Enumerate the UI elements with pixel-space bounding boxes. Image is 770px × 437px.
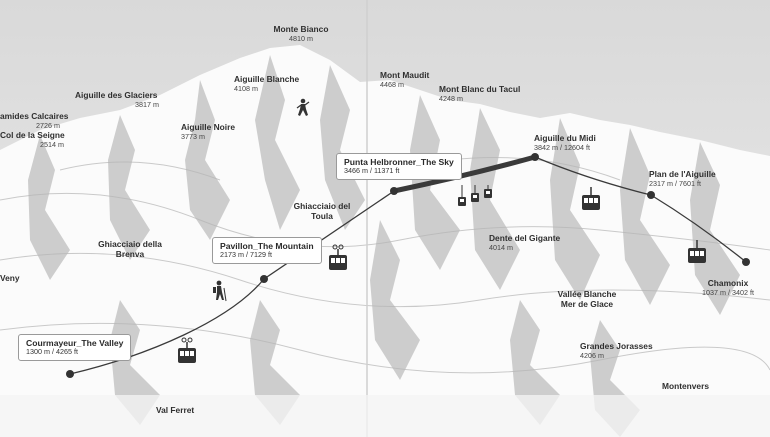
station-dot-punta-helbronner (390, 187, 398, 195)
cable-car-icon (178, 337, 196, 363)
cable-car-icon (329, 244, 347, 270)
panoramic-mont-blanc-cable (393, 154, 536, 194)
station-dot-plan-de-laiguille (647, 191, 655, 199)
station-dot-courmayeur (66, 370, 74, 378)
area-montenvers: Montenvers (662, 381, 710, 391)
cable-car-icon (688, 240, 706, 263)
hiker-icon (213, 280, 227, 302)
gondola-icon (458, 185, 492, 206)
cable-car-icon (582, 187, 600, 210)
station-dot-chamonix (742, 258, 750, 266)
area-val-ferret: Val Ferret (156, 405, 195, 415)
area-veny: Veny (0, 273, 20, 283)
station-dot-pavillon (260, 275, 268, 283)
climber-icon (296, 98, 310, 116)
station-dot-aiguille-du-midi (531, 153, 539, 161)
skyway-lower-cable (69, 190, 395, 375)
